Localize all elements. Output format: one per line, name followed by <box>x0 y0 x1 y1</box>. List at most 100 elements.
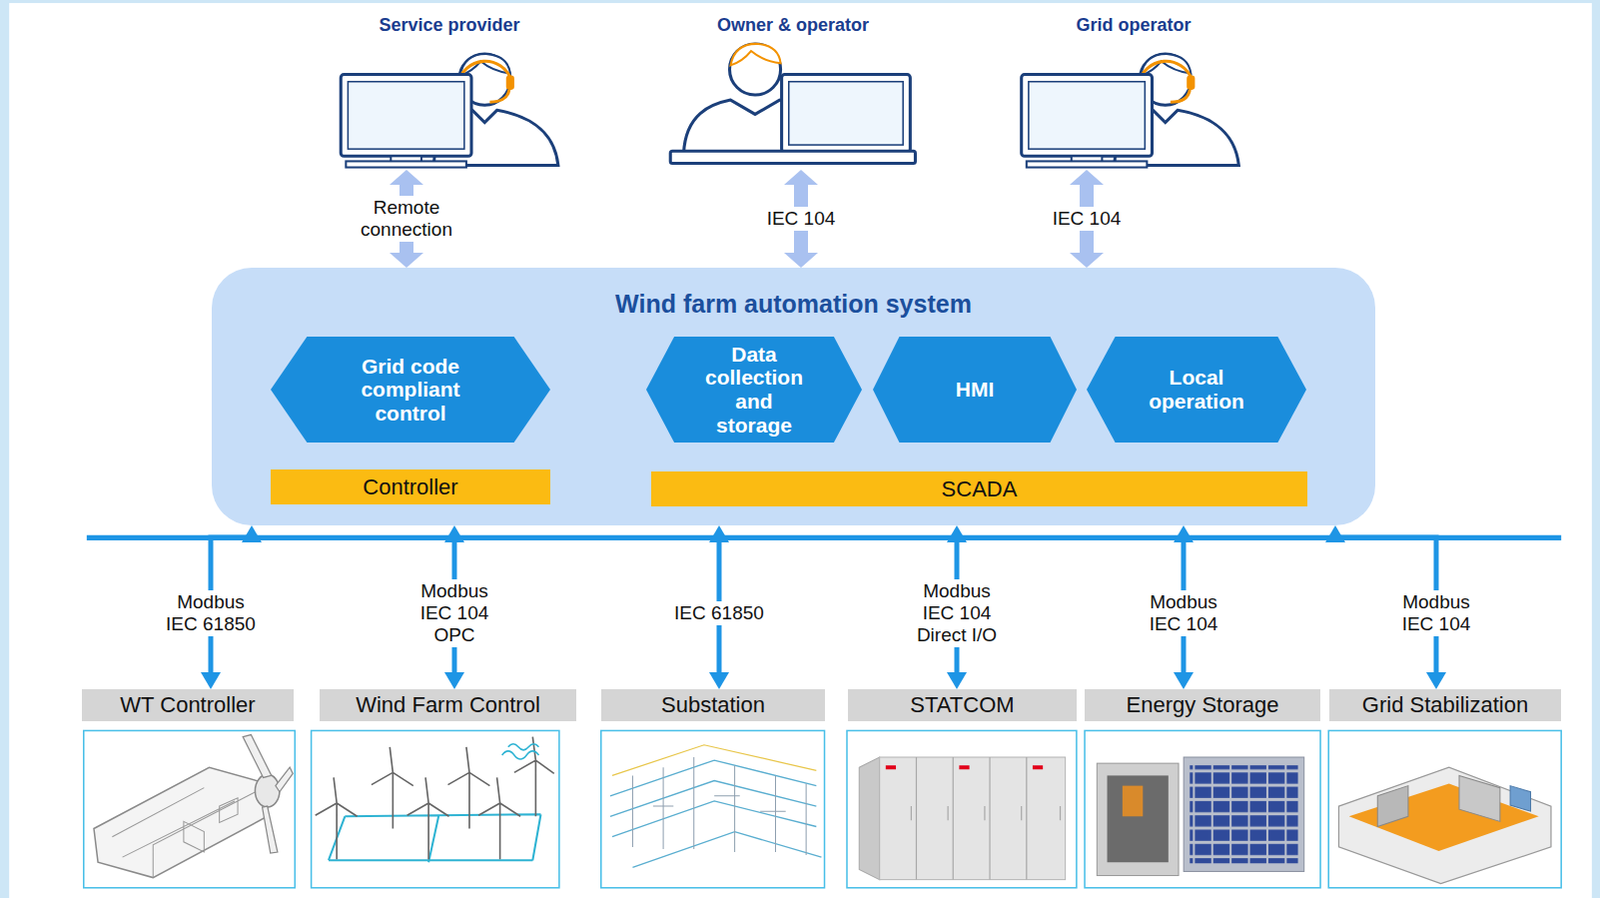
agent-text: Owner & operator <box>717 14 869 36</box>
switchgear <box>632 757 806 855</box>
substation-picture <box>610 745 821 868</box>
protocol-label: Modbus IEC 61850 <box>160 590 261 637</box>
picture-frame <box>1084 730 1321 887</box>
hexagon-fill <box>646 336 862 443</box>
hexagon-fill <box>872 336 1077 443</box>
service-icon <box>340 53 559 167</box>
protocol-label: Modbus IEC 104 <box>1386 590 1487 637</box>
device-label: Energy Storage <box>1084 689 1321 722</box>
control-box <box>1510 786 1531 812</box>
page-ground <box>8 2 1593 898</box>
bar-text: Controller <box>362 474 458 501</box>
converter-module <box>1122 786 1143 817</box>
cabinet-doors <box>910 757 1060 880</box>
arrow-head <box>1325 525 1346 543</box>
stabilization-picture <box>1338 767 1552 883</box>
nacelle-picture <box>93 735 293 878</box>
hex-text: Local operation <box>1131 365 1262 413</box>
storage-picture <box>1096 757 1304 876</box>
dev-text: Grid Stabilization <box>1362 692 1529 719</box>
owner-icon <box>670 43 915 164</box>
cabinet-interior <box>1107 775 1169 862</box>
device-label: WT Controller <box>81 689 294 722</box>
nacelle-body <box>93 767 268 877</box>
converter-cabinet <box>1096 763 1179 875</box>
protocol-label: Modbus IEC 104 Direct I/O <box>906 579 1007 648</box>
dev-text: WT Controller <box>119 692 255 719</box>
device-label: Substation <box>601 689 825 722</box>
function-hexagon: Grid code compliant control <box>270 336 551 443</box>
function-hexagon: HMI <box>872 336 1077 443</box>
monitor-screen <box>789 81 903 145</box>
protocol-text: IEC 104 <box>753 207 849 230</box>
protocol-text: Remote connection <box>353 196 460 241</box>
agent-text: Grid operator <box>1075 14 1191 36</box>
system-panel: Wind farm automation systemGrid code com… <box>211 267 1376 526</box>
device-label: STATCOM <box>847 689 1077 722</box>
protocol-label: Modbus IEC 104 <box>1133 590 1234 637</box>
protocol-text: Modbus IEC 104 <box>1388 591 1485 636</box>
arrow-head <box>444 525 465 543</box>
dev-text: Wind Farm Control <box>355 692 541 719</box>
protocol-label: IEC 104 <box>751 206 851 231</box>
picture-frame <box>846 730 1077 887</box>
feeder-line <box>612 745 816 777</box>
hex-text: Grid code compliant control <box>340 354 481 426</box>
person-hair <box>731 43 782 65</box>
battery-rack <box>1183 757 1305 871</box>
protocol-text: Modbus IEC 61850 <box>162 591 259 636</box>
arrow-head <box>241 525 262 543</box>
role-station: Owner & operator <box>668 11 918 170</box>
protocol-label: Remote connection <box>351 195 462 242</box>
picture-frame <box>83 730 295 887</box>
rotor-blades <box>242 735 293 854</box>
machine-block <box>1459 775 1501 821</box>
system-text: Wind farm automation system <box>615 289 972 319</box>
statcom-picture <box>858 757 1065 880</box>
protocol-label: Modbus IEC 104 OPC <box>404 579 505 648</box>
nacelle-detail <box>111 786 267 878</box>
container-floor <box>1349 784 1540 851</box>
picture-frame <box>601 730 825 887</box>
protocol-label: IEC 61850 <box>669 601 770 626</box>
dev-text: Substation <box>661 692 766 719</box>
arrow-head <box>1173 672 1194 690</box>
arrow-head <box>709 525 730 543</box>
protocol-text: Modbus IEC 104 Direct I/O <box>908 580 1005 647</box>
machine-block <box>1377 786 1409 827</box>
arrow-head <box>1173 525 1194 543</box>
hex-text: HMI <box>914 377 1035 402</box>
battery-modules <box>1189 765 1298 863</box>
protocol-text: IEC 61850 <box>671 602 768 625</box>
arrow-head <box>1426 672 1447 690</box>
function-hexagon: Local operation <box>1086 336 1307 443</box>
protocol-text: IEC 104 <box>1038 207 1135 230</box>
rotor-hub <box>254 774 280 807</box>
hexagon-fill <box>270 336 551 443</box>
picture-frame <box>1328 730 1562 887</box>
grid-icon <box>1021 53 1240 167</box>
arrow-head <box>200 672 221 690</box>
wind-squiggle <box>502 744 540 760</box>
arrow-head <box>709 672 730 690</box>
turbines <box>315 737 555 860</box>
layer-bar: SCADA <box>651 471 1308 507</box>
bar-text: SCADA <box>941 476 1018 503</box>
agent-text: Service provider <box>378 14 520 36</box>
protocol-text: Modbus IEC 104 OPC <box>406 580 503 647</box>
hexagon-fill <box>1086 336 1307 443</box>
device-label: Wind Farm Control <box>319 689 577 722</box>
function-hexagon: Data collection and storage <box>646 336 862 443</box>
protocol-label: IEC 104 <box>1036 206 1137 231</box>
wind-farm-picture <box>315 737 555 863</box>
role-station: Grid operator <box>1023 11 1244 170</box>
container-walls <box>1338 767 1552 883</box>
cabinet-front <box>879 757 1066 880</box>
cabinet-logos <box>885 765 1043 770</box>
farm-grid <box>328 813 542 862</box>
layer-bar: Controller <box>270 469 551 505</box>
picture-frames <box>83 730 1562 887</box>
hex-text: Data collection and storage <box>698 342 810 437</box>
arrow-head <box>946 525 967 543</box>
